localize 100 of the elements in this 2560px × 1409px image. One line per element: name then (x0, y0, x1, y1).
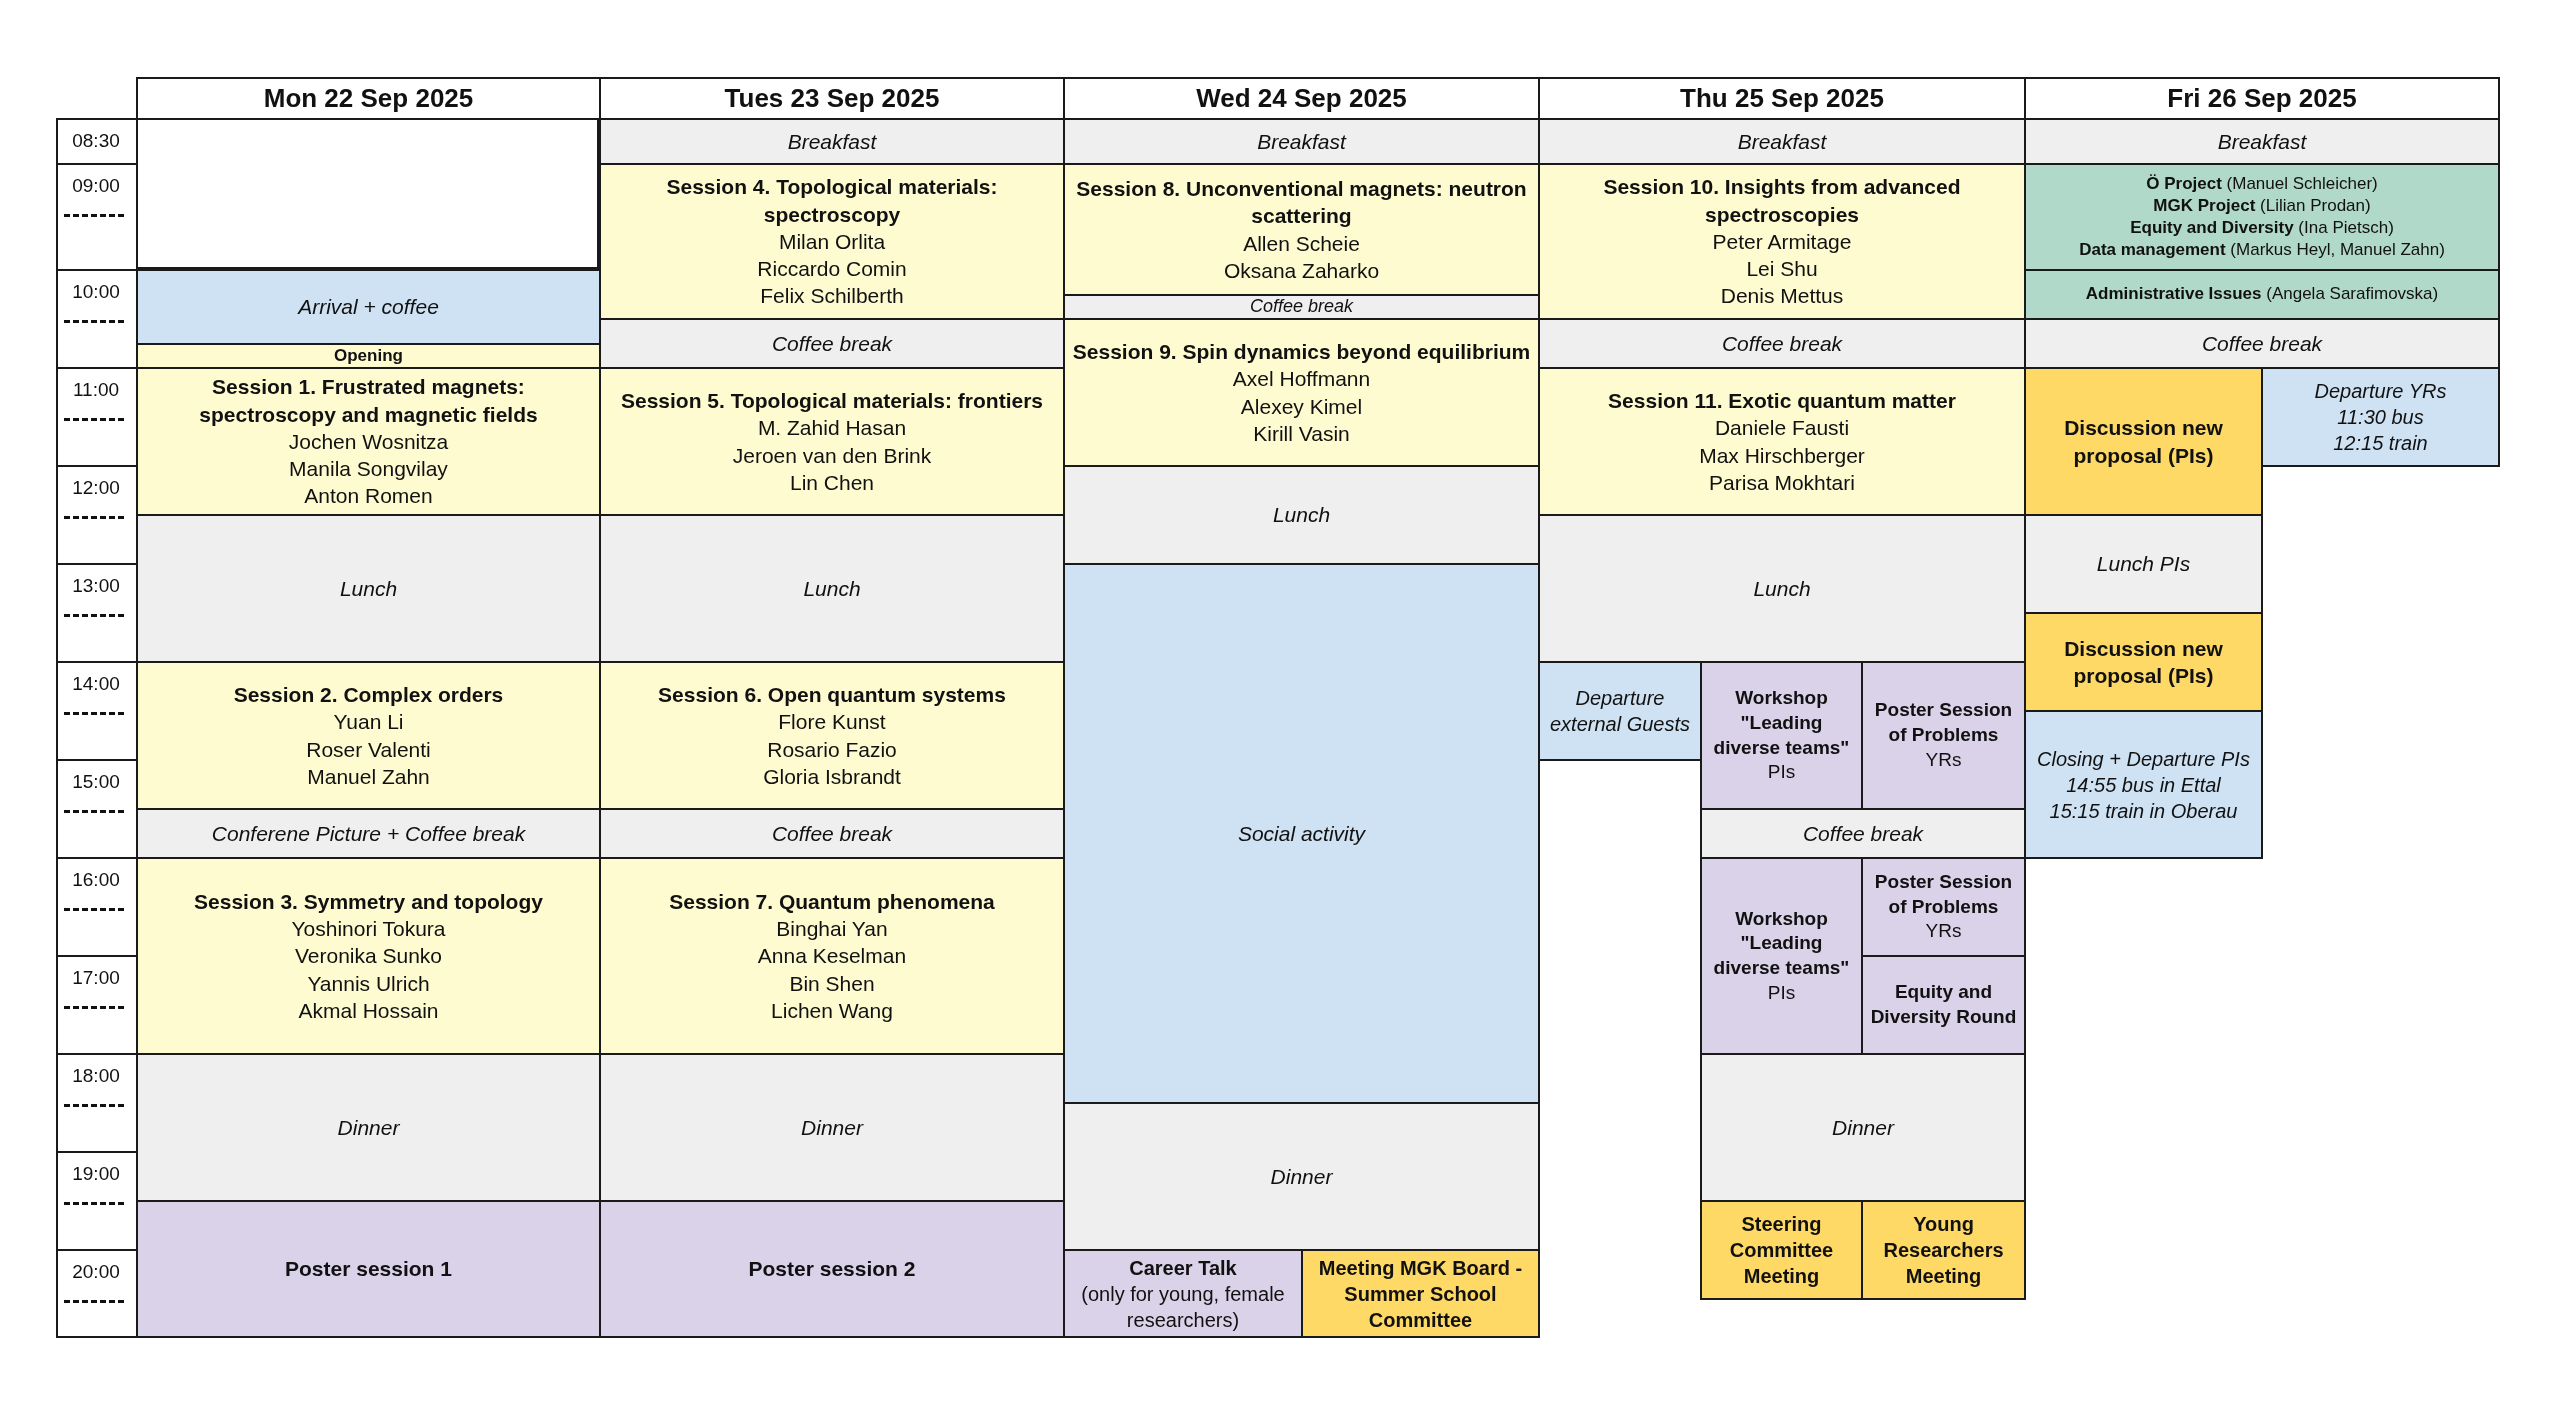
speaker-name: Peter Armitage (1712, 228, 1852, 255)
session-title: Session 6. Open quantum systems (658, 681, 1006, 708)
event-label: Lunch (1272, 502, 1331, 529)
speaker-name: PIs (1767, 980, 1796, 1005)
event-label: Coffee break (1802, 820, 1924, 847)
speaker-name: Anton Romen (304, 483, 433, 510)
topic-line: MGK Project (Lilian Prodan) (2153, 194, 2371, 217)
event-label: Coffee break (771, 330, 893, 357)
speaker-name: PIs (1767, 760, 1796, 785)
speaker-name: Riccardo Comin (757, 256, 907, 283)
schedule-cell (1063, 163, 1540, 296)
speaker-name: Flore Kunst (778, 709, 886, 736)
speaker-name: Allen Scheie (1243, 230, 1360, 257)
session-title: Session 7. Quantum phenomena (669, 888, 995, 915)
schedule-cell (136, 857, 601, 1055)
schedule-cell (1538, 318, 2026, 369)
event-label: Discussion new proposal (PIs) (2063, 415, 2224, 469)
session-title: Workshop "Leading diverse teams" (1712, 906, 1851, 980)
session-title: Workshop "Leading diverse teams" (1712, 686, 1851, 760)
event-label: Poster session 1 (285, 1256, 452, 1283)
session-title: Poster Session of Problems (1873, 869, 2014, 919)
event-label: Breakfast (1257, 128, 1346, 155)
schedule-cell (1861, 955, 2026, 1055)
speaker-name: Roser Valenti (306, 736, 431, 763)
schedule-cell (2024, 118, 2500, 165)
day-header-cell (136, 77, 601, 120)
time-label: 15:00 (71, 771, 121, 793)
event-label: Equity and Diversity Round (1869, 980, 2018, 1029)
schedule-cell (136, 661, 601, 810)
schedule-cell (1538, 118, 2026, 165)
schedule-cell (1700, 1200, 1863, 1300)
event-label: Dinner (337, 1114, 400, 1141)
session-title: Session 4. Topological materials: spectroscopy (665, 174, 999, 228)
schedule-cell (599, 118, 1065, 165)
event-label: Steering Committee Meeting (1728, 1212, 1835, 1289)
event-label: Opening (334, 344, 403, 367)
schedule-cell (599, 1053, 1065, 1202)
event-label: Departure YRs (2314, 379, 2447, 404)
speaker-name: Daniele Fausti (1714, 415, 1850, 442)
speaker-name: Lei Shu (1746, 256, 1818, 283)
session-title: Session 10. Insights from advanced spectroscopies (1602, 174, 1962, 228)
schedule-cell (1861, 857, 2026, 957)
time-label: 20:00 (71, 1261, 121, 1283)
time-label: 18:00 (71, 1065, 121, 1087)
schedule-cell (1063, 118, 1540, 165)
topic-line: Data management (Markus Heyl, Manuel Zahn) (2079, 239, 2445, 262)
schedule-cell (599, 163, 1065, 320)
schedule-cell (1063, 1102, 1540, 1251)
speaker-name: Axel Hoffmann (1232, 366, 1371, 393)
schedule-cell (2024, 269, 2500, 320)
event-label: Dinner (1270, 1163, 1333, 1190)
schedule-cell (136, 1053, 601, 1202)
session-title: Session 2. Complex orders (233, 681, 504, 708)
speaker-name: YRs (1925, 919, 1962, 944)
event-label: Arrival + coffee (298, 294, 439, 321)
speaker-name: Jochen Wosnitza (288, 428, 449, 455)
speaker-name: Alexey Kimel (1240, 393, 1363, 420)
event-label: Lunch (1753, 575, 1811, 602)
event-label: Coffee break (1249, 295, 1354, 319)
schedule-cell (136, 1200, 601, 1338)
schedule-cell (2261, 367, 2500, 467)
schedule-cell (2024, 612, 2263, 712)
time-label: 17:00 (71, 967, 121, 989)
schedule-cell (599, 1200, 1065, 1338)
day-heading: Thu 25 Sep 2025 (1680, 81, 1884, 115)
speaker-name: Lin Chen (789, 469, 875, 496)
schedule-cell (2024, 163, 2500, 271)
day-heading: Wed 24 Sep 2025 (1196, 81, 1407, 115)
event-label: Breakfast (2217, 128, 2307, 155)
speaker-name: M. Zahid Hasan (757, 415, 907, 442)
schedule-cell (1700, 1053, 2026, 1202)
time-label: 19:00 (71, 1163, 121, 1185)
schedule-cell (599, 661, 1065, 810)
time-label: 09:00 (71, 175, 121, 197)
schedule-cell (1538, 514, 2026, 663)
schedule-cell (1063, 1249, 1303, 1338)
event-label: Social activity (1237, 820, 1366, 847)
speaker-name: Yuan Li (333, 709, 404, 736)
day-heading: Mon 22 Sep 2025 (263, 81, 474, 115)
event-label: Coffee break (771, 820, 893, 847)
schedule-cell (1063, 465, 1540, 565)
event-label: Breakfast (787, 128, 877, 155)
event-label: 15:15 train in Oberau (2049, 798, 2238, 824)
topic-line: Equity and Diversity (Ina Pietsch) (2130, 217, 2394, 239)
schedule-cell (1861, 661, 2026, 810)
event-label: Breakfast (1737, 128, 1827, 155)
day-header-cell (2024, 77, 2500, 120)
schedule-cell (599, 808, 1065, 859)
time-label: 14:00 (71, 673, 121, 695)
schedule-cell (599, 514, 1065, 663)
event-label: Coffee break (2201, 330, 2323, 357)
speaker-name: Felix Schilberth (760, 283, 904, 310)
speaker-name: Akmal Hossain (298, 997, 439, 1024)
schedule-cell (1538, 367, 2026, 516)
speaker-name: Kirill Vasin (1253, 420, 1350, 447)
session-title: Session 3. Symmetry and topology (194, 888, 543, 915)
schedule-cell (136, 808, 601, 859)
schedule-cell (2024, 514, 2263, 614)
speaker-name: Gloria Isbrandt (763, 763, 901, 790)
time-label: 16:00 (71, 869, 121, 891)
